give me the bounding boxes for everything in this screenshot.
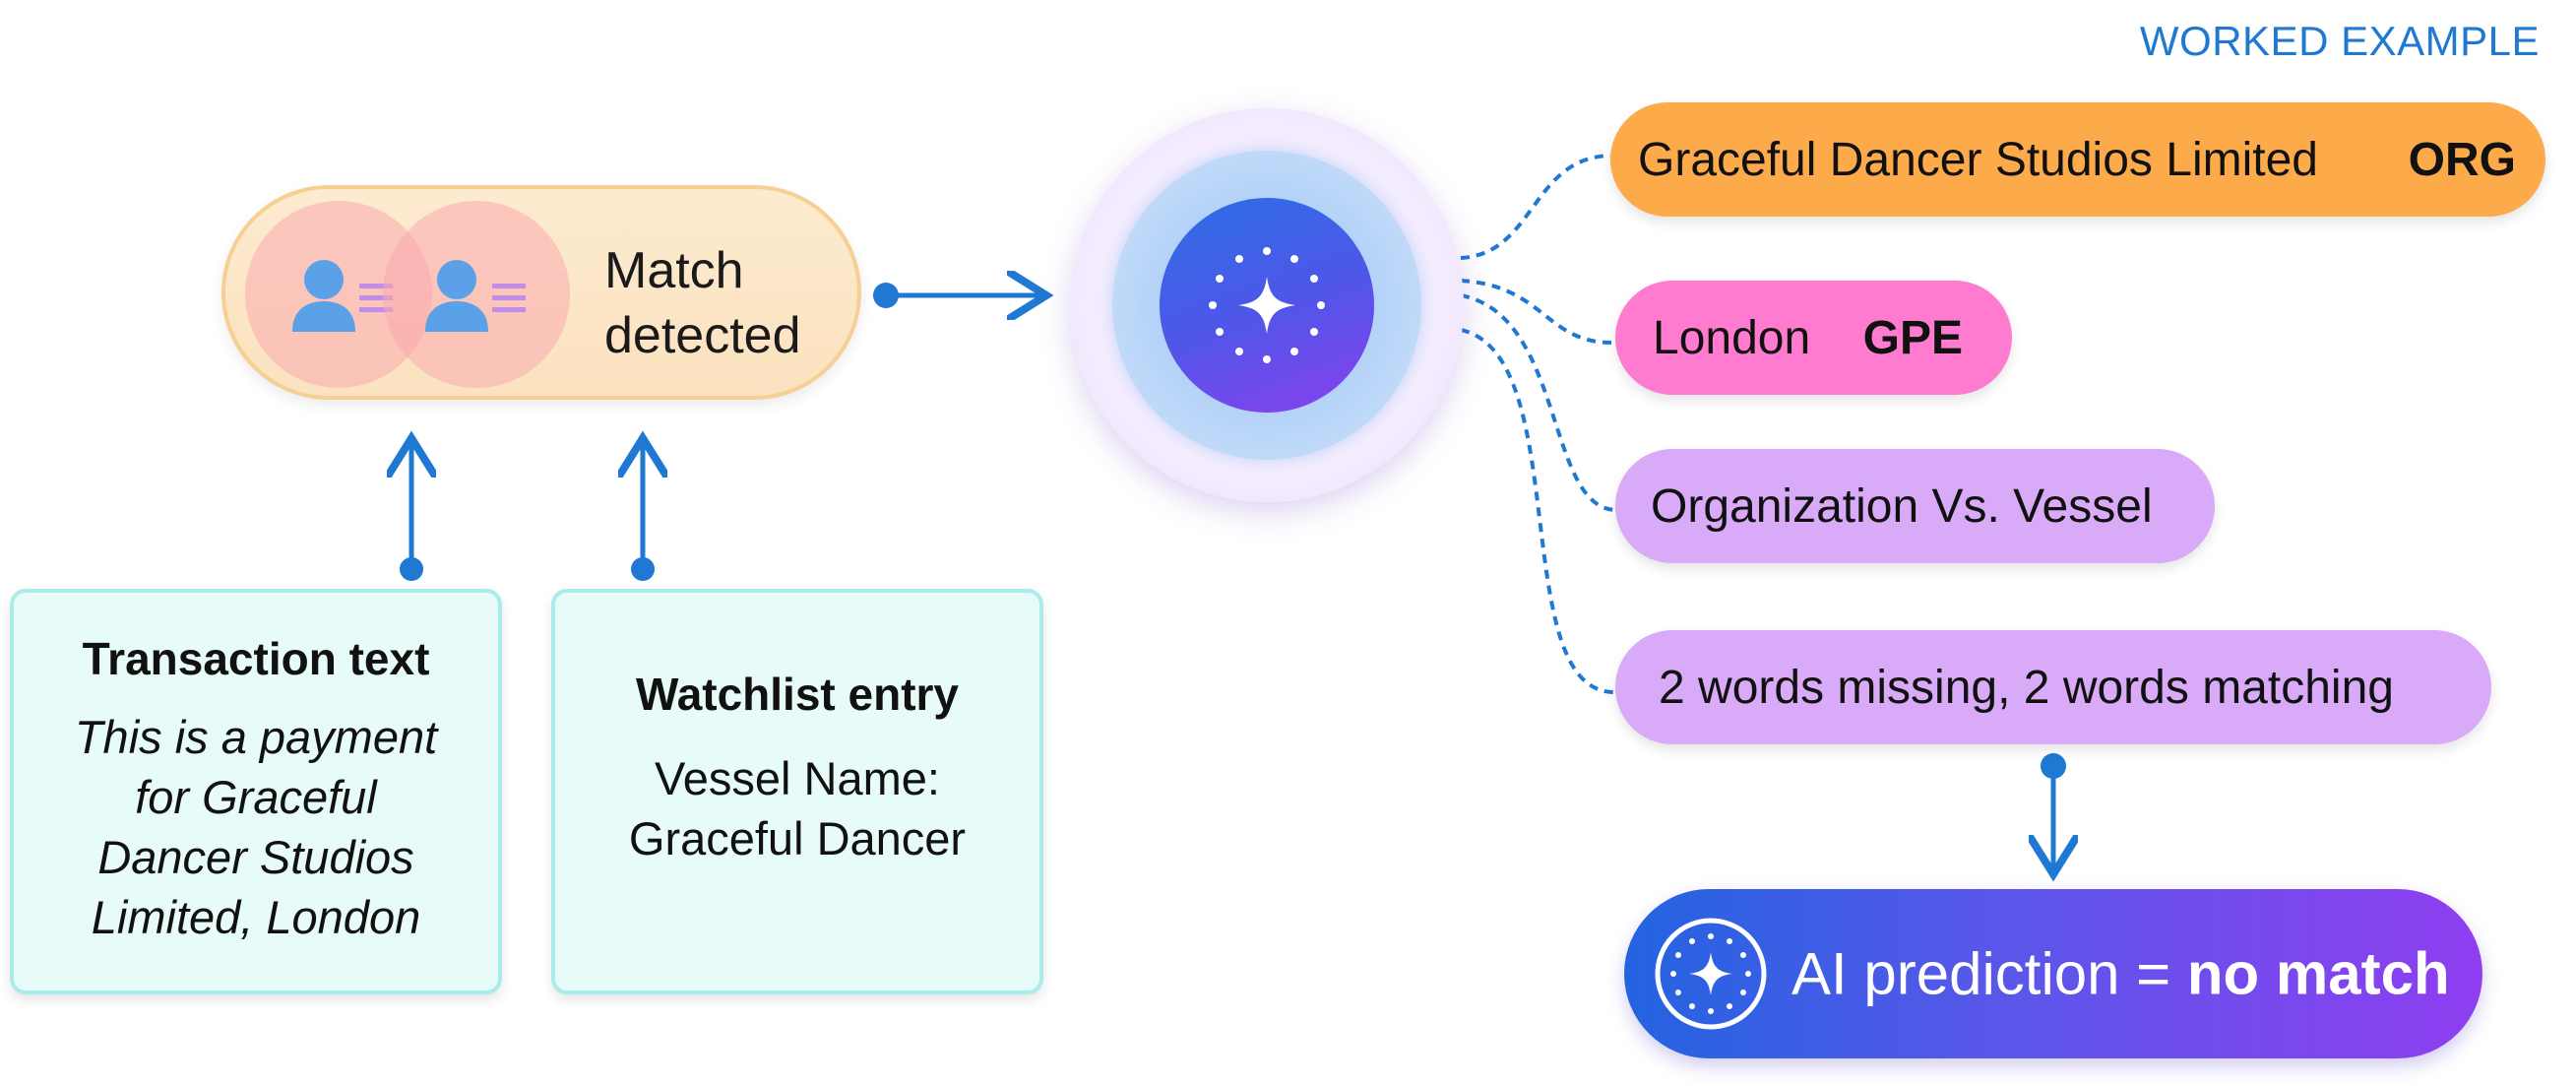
transaction-line: Limited, London bbox=[91, 891, 421, 943]
prediction-prefix: AI prediction = bbox=[1791, 940, 2187, 1007]
transaction-line: This is a payment bbox=[74, 711, 438, 763]
transaction-body: This is a payment for Graceful Dancer St… bbox=[14, 707, 498, 947]
entity-org-text: Graceful Dancer Studios Limited bbox=[1638, 133, 2318, 186]
watchlist-body: Vessel Name: Graceful Dancer bbox=[555, 748, 1039, 868]
arrow-watchlist-to-match bbox=[631, 438, 655, 581]
entity-gpe-pill: London GPE bbox=[1615, 281, 2012, 395]
arrow-transaction-to-match bbox=[400, 438, 423, 581]
watchlist-entry-card: Watchlist entry Vessel Name: Graceful Da… bbox=[551, 589, 1043, 994]
word-match-text: 2 words missing, 2 words matching bbox=[1659, 661, 2394, 714]
ai-prediction-text: AI prediction = no match bbox=[1791, 940, 2450, 1008]
person-circle-left bbox=[245, 201, 432, 388]
match-detected-pill: Match detected bbox=[221, 185, 861, 400]
entity-gpe-text: London bbox=[1653, 311, 1811, 364]
person-list-icon bbox=[425, 260, 526, 332]
watchlist-line: Vessel Name: bbox=[655, 752, 940, 804]
entity-org-pill: Graceful Dancer Studios Limited ORG bbox=[1610, 102, 2545, 217]
match-line-1: Match bbox=[604, 242, 744, 299]
match-detected-text: Match detected bbox=[604, 238, 860, 368]
ai-sparkle-icon bbox=[1655, 918, 1767, 1030]
ai-sparkle-icon bbox=[1209, 247, 1325, 363]
transaction-title: Transaction text bbox=[82, 633, 430, 684]
arrow-words-to-prediction bbox=[2041, 753, 2066, 874]
transaction-line: Dancer Studios bbox=[97, 831, 414, 883]
watchlist-title: Watchlist entry bbox=[635, 669, 960, 720]
match-line-2: detected bbox=[604, 307, 801, 364]
entity-org-tag: ORG bbox=[2408, 133, 2516, 186]
person-list-icon bbox=[292, 260, 393, 332]
ai-prediction-pill: AI prediction = no match bbox=[1624, 889, 2482, 1058]
dashed-connectors bbox=[1460, 154, 1616, 695]
entity-type-pill: Organization Vs. Vessel bbox=[1615, 449, 2215, 563]
transaction-text-card: Transaction text This is a payment for G… bbox=[10, 589, 502, 994]
watchlist-line: Graceful Dancer bbox=[628, 812, 967, 864]
arrow-match-to-ai bbox=[873, 283, 1046, 308]
entity-gpe-tag: GPE bbox=[1862, 311, 1963, 364]
word-match-pill: 2 words missing, 2 words matching bbox=[1615, 630, 2491, 744]
transaction-line: for Graceful bbox=[135, 771, 377, 823]
person-circle-right bbox=[383, 201, 570, 388]
worked-example-label: WORKED EXAMPLE bbox=[2139, 18, 2540, 64]
prediction-value: no match bbox=[2186, 940, 2450, 1007]
entity-type-text: Organization Vs. Vessel bbox=[1651, 479, 2153, 533]
